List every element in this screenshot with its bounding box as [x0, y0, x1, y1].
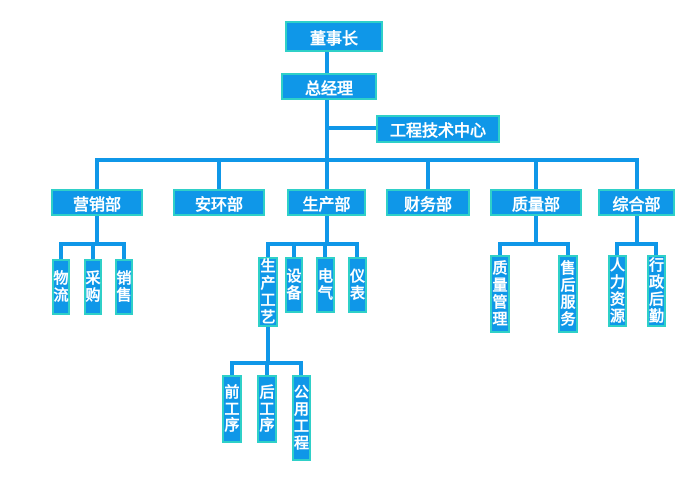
- connector-line: [91, 242, 95, 259]
- org-node-front-process: 前 工 序: [222, 375, 242, 443]
- org-node-instrumentation: 仪 表: [348, 257, 367, 313]
- org-node-chairman: 董事长: [285, 21, 383, 52]
- connector-line: [635, 162, 639, 189]
- org-node-engineering-tech-center: 工程技术中心: [376, 115, 500, 143]
- org-node-marketing-dept: 营销部: [51, 189, 143, 216]
- connector-line: [299, 361, 303, 375]
- connector-line: [266, 242, 359, 246]
- connector-line: [266, 327, 270, 365]
- connector-line: [230, 361, 234, 375]
- connector-line: [635, 216, 639, 246]
- connector-line: [615, 242, 619, 255]
- org-node-quality-management: 质 量 管 理: [490, 255, 510, 333]
- org-node-equipment: 设 备: [285, 257, 303, 313]
- org-node-human-resources: 人 力 资 源: [608, 255, 627, 327]
- org-node-finance-dept: 财务部: [386, 189, 470, 216]
- connector-line: [498, 242, 570, 246]
- connector-line: [266, 242, 270, 257]
- org-node-after-sales-service: 售 后 服 务: [558, 255, 578, 333]
- connector-line: [498, 242, 502, 255]
- org-node-procurement: 采 购: [84, 259, 102, 315]
- org-node-safety-environment-dept: 安环部: [173, 189, 265, 216]
- connector-line: [327, 126, 376, 130]
- connector-line: [292, 242, 296, 257]
- org-node-production-process: 生 产 工 艺: [258, 257, 278, 327]
- connector-line: [95, 158, 639, 162]
- connector-line: [325, 162, 329, 189]
- connector-line: [654, 242, 658, 255]
- connector-line: [566, 242, 570, 255]
- connector-line: [426, 162, 430, 189]
- org-node-general-affairs-dept: 综合部: [598, 189, 675, 216]
- org-node-quality-dept: 质量部: [490, 189, 582, 216]
- org-node-electrical: 电 气: [316, 257, 335, 313]
- connector-line: [323, 242, 327, 257]
- connector-line: [325, 99, 329, 162]
- org-node-general-manager: 总经理: [281, 73, 377, 100]
- connector-line: [95, 216, 99, 246]
- org-node-sales: 销 售: [115, 259, 133, 315]
- connector-line: [325, 51, 329, 73]
- connector-line: [355, 242, 359, 257]
- connector-line: [59, 242, 63, 259]
- org-node-logistics: 物 流: [52, 259, 70, 315]
- connector-line: [325, 216, 329, 246]
- org-node-utilities-engineering: 公 用 工 程: [292, 375, 311, 461]
- connector-line: [534, 162, 538, 189]
- org-node-back-process: 后 工 序: [257, 375, 277, 443]
- connector-line: [122, 242, 126, 259]
- connector-line: [217, 162, 221, 189]
- connector-line: [615, 242, 658, 246]
- connector-line: [265, 361, 269, 375]
- org-node-production-dept: 生产部: [287, 189, 366, 216]
- connector-line: [95, 162, 99, 189]
- org-node-admin-logistics: 行 政 后 勤: [647, 255, 666, 327]
- connector-line: [534, 216, 538, 246]
